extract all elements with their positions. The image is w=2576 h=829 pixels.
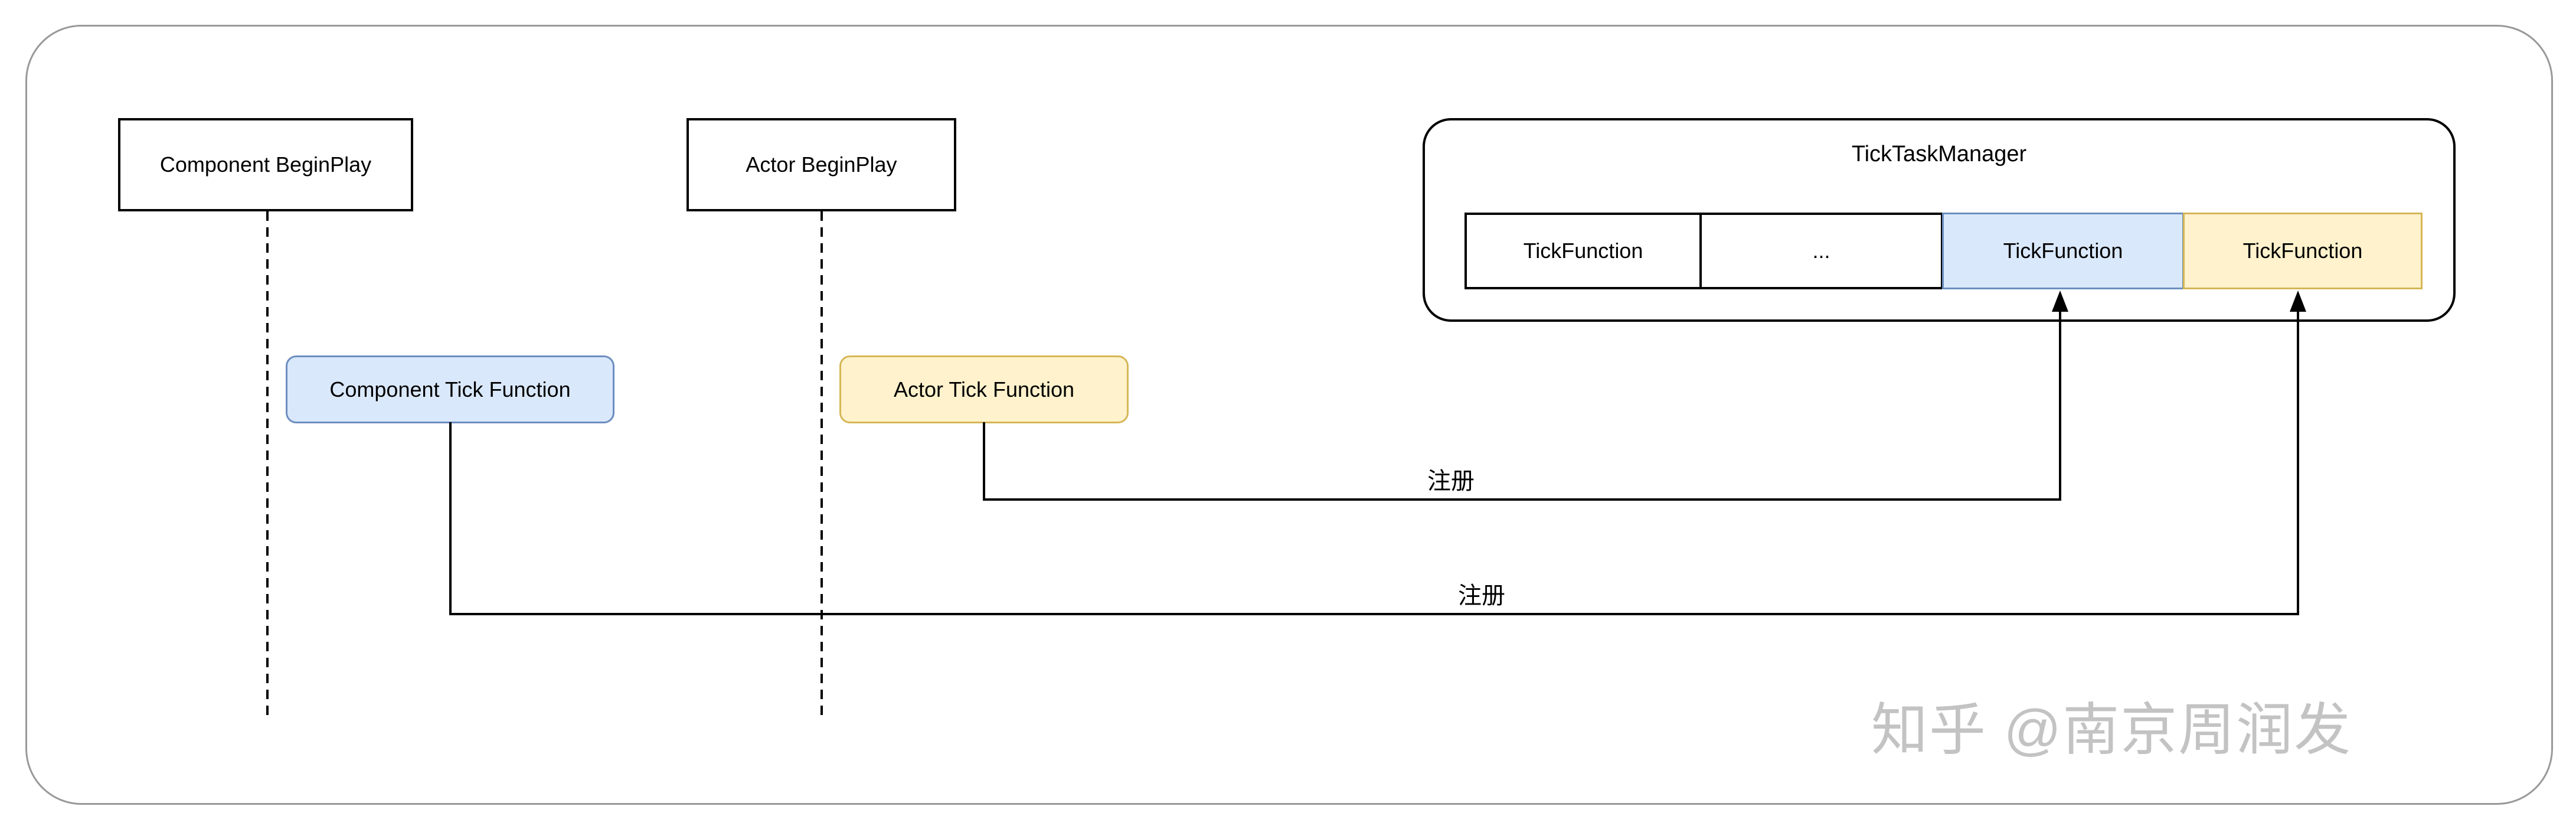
actor-tick-function-label: Actor Tick Function xyxy=(893,377,1075,402)
slot-tickfunction-1: TickFunction xyxy=(1464,213,1702,289)
actor-beginplay-box: Actor BeginPlay xyxy=(687,118,956,211)
actor-register-edge-run xyxy=(983,498,2060,501)
ticktaskmanager-title: TickTaskManager xyxy=(1851,142,2027,167)
component-beginplay-box: Component BeginPlay xyxy=(118,118,413,211)
slot-tickfunction-yellow: TickFunction xyxy=(2183,213,2423,289)
component-register-edge-drop xyxy=(449,422,452,615)
actor-register-edge-rise xyxy=(2059,307,2061,501)
actor-register-label: 注册 xyxy=(1423,462,1479,496)
actor-register-arrowhead-icon xyxy=(2052,291,2068,312)
actor-lifeline-dashed xyxy=(820,211,823,716)
slot-4-label: TickFunction xyxy=(2242,239,2363,263)
slot-1-label: TickFunction xyxy=(1523,239,1643,263)
component-beginplay-label: Component BeginPlay xyxy=(159,152,372,177)
actor-tick-function-box: Actor Tick Function xyxy=(839,355,1129,423)
component-register-arrowhead-icon xyxy=(2290,291,2306,312)
slot-tickfunction-blue: TickFunction xyxy=(1942,213,2184,289)
component-tick-function-label: Component Tick Function xyxy=(329,377,571,402)
component-register-edge-run xyxy=(449,613,2299,615)
component-register-label: 注册 xyxy=(1453,576,1510,611)
actor-register-edge-drop xyxy=(983,422,985,501)
component-lifeline-dashed xyxy=(266,211,269,716)
actor-beginplay-label: Actor BeginPlay xyxy=(746,152,897,177)
slot-3-label: TickFunction xyxy=(2003,239,2123,263)
component-register-edge-rise xyxy=(2297,307,2299,615)
slot-2-label: ... xyxy=(1812,239,1830,263)
slot-ellipsis: ... xyxy=(1699,213,1943,289)
zhihu-watermark: 知乎 @南京周润发 xyxy=(1871,699,2352,762)
component-tick-function-box: Component Tick Function xyxy=(286,355,614,423)
